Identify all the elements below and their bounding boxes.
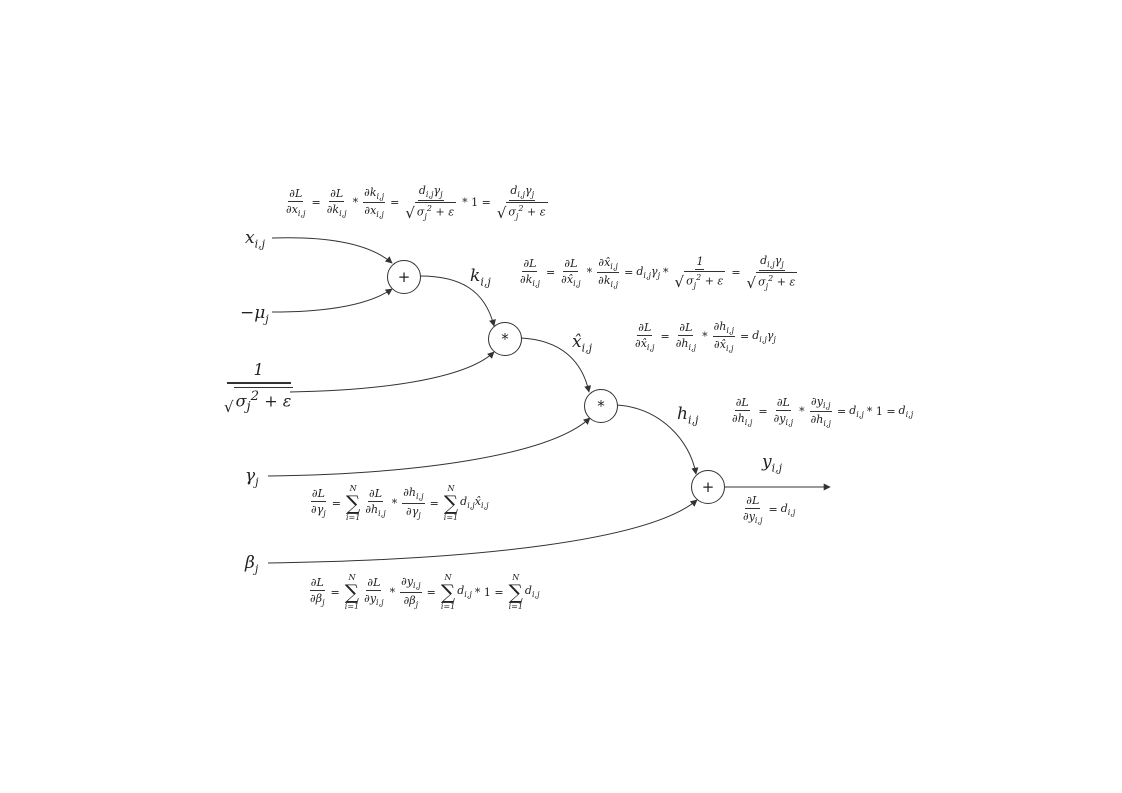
edge-mul1-to-mul2 xyxy=(520,337,592,393)
edge-add1-to-mul1 xyxy=(419,275,496,327)
edge-mu-to-add1 xyxy=(271,288,393,313)
multiply-node-1: * xyxy=(488,322,522,356)
equation-dL-dbeta: ∂L∂βj= N∑i=1 ∂L∂yi,j* ∂yi,j∂βj= N∑i=1 di… xyxy=(309,573,540,611)
add-node-1: + xyxy=(387,260,421,294)
edge-x-to-add1 xyxy=(271,237,393,264)
input-gamma-label: γj xyxy=(245,466,259,489)
equation-dL-dy: ∂L∂yi,j= di,j xyxy=(743,494,796,526)
multiply-node-2: * xyxy=(584,389,618,423)
edge-gamma-to-mul2 xyxy=(267,417,591,477)
input-beta-label: βj xyxy=(245,553,259,576)
edge-label-k: ki,j xyxy=(470,266,491,289)
edge-mul2-to-add2 xyxy=(616,404,699,475)
edge-label-y: yi,j xyxy=(762,452,783,475)
edge-inv-to-mul1 xyxy=(289,351,495,393)
input-neg-mu-label: −μj xyxy=(240,303,269,326)
equation-dL-dxhat: ∂L∂x̂i,j= ∂L∂hi,j* ∂hi,j∂x̂i,j= di,jγj xyxy=(635,320,776,354)
edge-label-xhat: x̂i,j xyxy=(572,332,593,355)
equation-dL-dgamma: ∂L∂γj= N∑i=1 ∂L∂hi,j* ∂hi,j∂γj= N∑i=1 di… xyxy=(310,484,489,522)
equation-dL-dk: ∂L∂ki,j= ∂L∂x̂i,j* ∂x̂i,j∂ki,j= di,jγj* … xyxy=(520,254,798,293)
input-x-label: xi,j xyxy=(245,228,266,251)
edge-label-h: hi,j xyxy=(677,404,699,427)
equation-dL-dh: ∂L∂hi,j= ∂L∂yi,j* ∂yi,j∂hi,j= di,j* 1 =d… xyxy=(732,395,914,429)
input-inverse-std-label: 1 √σj2 + ε xyxy=(224,360,294,416)
add-node-2: + xyxy=(691,470,725,504)
equation-dL-dx: ∂L∂xi,j= ∂L∂ki,j* ∂ki,j∂xi,j= di,jγj√σj2… xyxy=(286,184,548,223)
edge-beta-to-add2 xyxy=(267,499,698,564)
